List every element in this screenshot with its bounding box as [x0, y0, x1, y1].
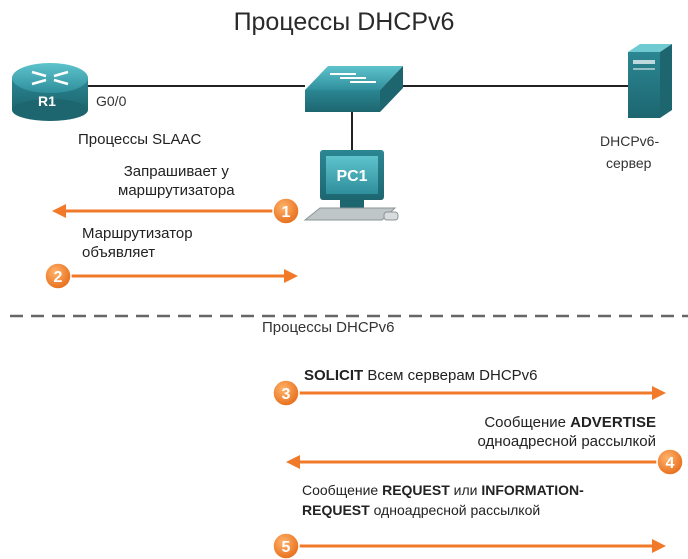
switch-icon[interactable] — [305, 66, 403, 112]
svg-text:4: 4 — [666, 455, 675, 472]
step5-bold2: INFORMATION- — [481, 482, 584, 498]
router-label: R1 — [38, 93, 56, 109]
arrow-step2 — [62, 269, 298, 283]
step1-line2: маршрутизатора — [118, 182, 235, 199]
svg-text:5: 5 — [282, 539, 291, 556]
network-links — [88, 85, 628, 150]
step5-rest: одноадресной рассылкой — [369, 502, 541, 518]
server-label: DHCPv6- сервер — [600, 130, 659, 174]
dhcp-heading: Процессы DHCPv6 — [262, 319, 395, 336]
router-port-label: G0/0 — [96, 93, 127, 109]
slaac-heading: Процессы SLAAC — [78, 131, 202, 148]
step-badge-3: 3 — [272, 379, 300, 407]
arrow-step3 — [288, 386, 666, 400]
svg-text:3: 3 — [282, 386, 291, 403]
arrow-step1 — [52, 204, 280, 218]
svg-text:2: 2 — [54, 269, 63, 286]
arrow-step4 — [286, 455, 670, 469]
server-label-line1: DHCPv6- — [600, 133, 660, 149]
step4-pre: Сообщение — [484, 414, 571, 431]
step1-line1: Запрашивает у — [123, 163, 229, 180]
step1-text: Запрашивает у маршрутизатора — [118, 162, 235, 200]
step-badge-4: 4 — [656, 448, 684, 476]
page-title: Процессы DHCPv6 — [233, 8, 455, 36]
step5-bold1: REQUEST — [382, 482, 450, 498]
step5-mid: или — [449, 482, 482, 498]
computer-icon[interactable] — [303, 150, 399, 221]
step4-line2: одноадресной рассылкой — [477, 433, 656, 450]
step2-line1: Маршрутизатор — [82, 225, 193, 242]
arrow-step5 — [288, 539, 666, 553]
step4-bold: ADVERTISE — [570, 414, 656, 431]
step5-bold3: REQUEST — [302, 502, 370, 518]
router-icon[interactable] — [12, 63, 88, 121]
svg-text:1: 1 — [282, 204, 291, 221]
step3-text: SOLICIT Всем серверам DHCPv6 — [304, 366, 538, 385]
step-badge-5: 5 — [272, 532, 300, 559]
pc-label: PC1 — [336, 168, 367, 185]
step5-pre: Сообщение — [302, 482, 383, 498]
step3-rest: Всем серверам DHCPv6 — [363, 367, 538, 384]
step4-text: Сообщение ADVERTISE одноадресной рассылк… — [406, 413, 656, 451]
step5-text: Сообщение REQUEST или INFORMATION- REQUE… — [302, 480, 584, 520]
step2-line2: объявляет — [82, 244, 156, 261]
step-badge-1: 1 — [272, 197, 300, 225]
step-badge-2: 2 — [44, 262, 72, 290]
server-label-line2: сервер — [606, 155, 652, 171]
step3-bold: SOLICIT — [304, 367, 364, 384]
step2-text: Маршрутизатор объявляет — [82, 224, 193, 262]
server-icon[interactable] — [628, 44, 672, 118]
